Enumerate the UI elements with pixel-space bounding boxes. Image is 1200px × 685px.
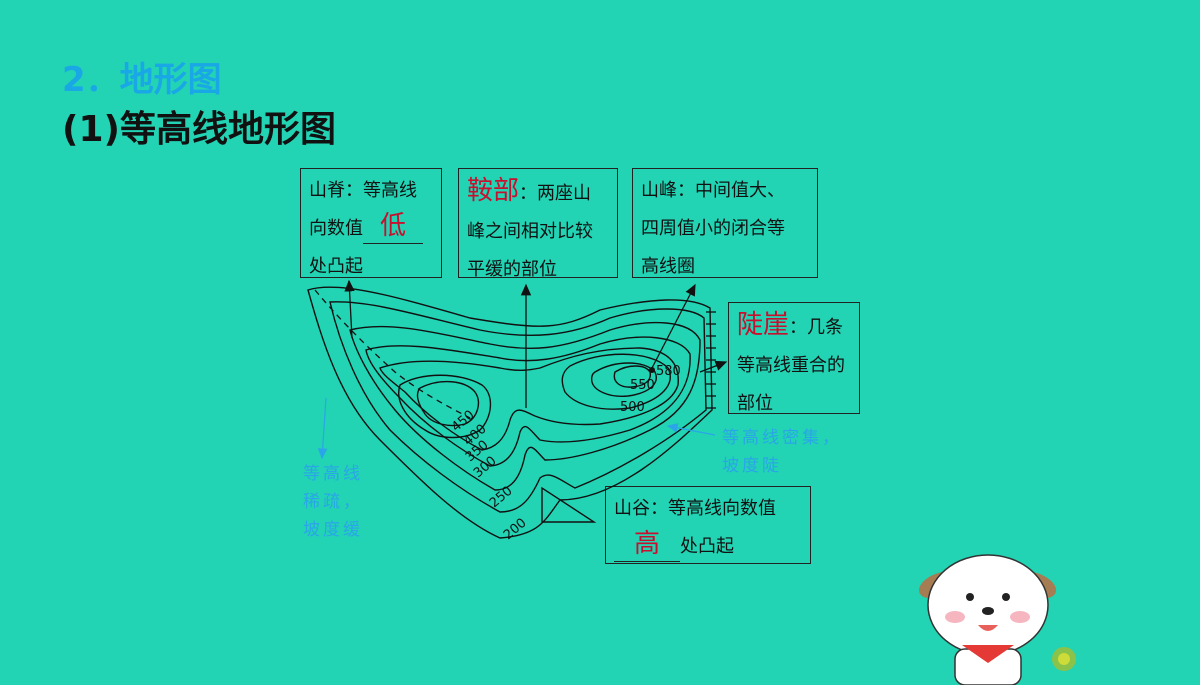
cliff-line3: 部位 <box>737 393 773 414</box>
saddle-line1-text: ：两座山 <box>519 183 592 204</box>
contour-450-left <box>398 374 492 439</box>
dense-note-line2: 坡度陡 <box>722 456 782 476</box>
peak-arrow <box>651 283 696 369</box>
saddle-line2: 峰之间相对比较 <box>467 221 593 242</box>
saddle-box: 鞍部：两座山 峰之间相对比较 平缓的部位 <box>458 168 618 280</box>
peak-point <box>649 367 655 373</box>
ridge-line2-text: 向数值 <box>309 218 363 239</box>
ridge-arrow <box>344 279 355 339</box>
cliff-line1: 陡崖：几条 <box>737 306 851 347</box>
dense-arrow <box>666 423 716 436</box>
saddle-line3: 平缓的部位 <box>467 259 557 280</box>
cliff-box: 陡崖：几条 等高线重合的 部位 <box>728 302 860 414</box>
ridge-line <box>314 289 471 419</box>
sparse-note: 等高线 稀疏， 坡度缓 <box>303 460 363 544</box>
saddle-answer: 鞍部 <box>467 176 520 206</box>
sparse-arrow <box>317 397 328 460</box>
contour-inner-left <box>416 381 480 427</box>
peak-box: 山峰：中间值大、 四周值小的闭合等 高线圈 <box>632 168 818 278</box>
ridge-line3: 处凸起 <box>309 256 363 277</box>
contour-500 <box>561 353 671 410</box>
contour-label-550: 550 <box>630 378 655 393</box>
contour-350 <box>365 336 691 467</box>
contour-label-500: 500 <box>620 400 645 415</box>
valley-blank: 高 <box>614 530 680 562</box>
cliff-answer: 陡崖 <box>737 310 790 340</box>
peak-line3: 高线圈 <box>641 256 695 277</box>
ridge-answer: 低 <box>379 211 406 241</box>
valley-line2: 高处凸起 <box>614 528 802 566</box>
ridge-blank: 低 <box>363 212 423 244</box>
puppy-illustration <box>918 554 1076 685</box>
cliff-arrow <box>699 360 728 373</box>
dense-note: 等高线密集， 坡度陡 <box>722 424 842 480</box>
sparse-note-line3: 坡度缓 <box>303 520 363 540</box>
saddle-line1: 鞍部：两座山 <box>467 172 609 213</box>
peak-line2: 四周值小的闭合等 <box>641 218 785 239</box>
ridge-line1: 山脊：等高线 <box>309 180 417 201</box>
contour-label-580: 580 <box>656 364 681 379</box>
contour-label-200: 200 <box>501 516 530 543</box>
cliff-line1-text: ：几条 <box>789 317 844 338</box>
section-title: 2．地形图 <box>62 60 222 100</box>
sparse-note-line2: 稀疏， <box>303 492 363 512</box>
sparse-note-line1: 等高线 <box>303 464 363 484</box>
contour-300 <box>349 321 701 491</box>
contour-250 <box>329 301 707 513</box>
contour-580 <box>613 365 652 388</box>
valley-triangle <box>541 486 597 523</box>
peak-line1: 山峰：中间值大、 <box>641 180 785 201</box>
ridge-box: 山脊：等高线 向数值低 处凸起 <box>300 168 442 278</box>
contour-400 <box>379 347 679 451</box>
contour-200 <box>307 286 713 539</box>
contour-550 <box>590 362 657 398</box>
cliff-line2: 等高线重合的 <box>737 355 845 376</box>
ridge-line2: 向数值低 <box>309 210 433 248</box>
valley-answer: 高 <box>633 529 660 559</box>
valley-box: 山谷：等高线向数值 高处凸起 <box>605 486 811 564</box>
subsection-title: (1)等高线地形图 <box>62 109 336 150</box>
cliff-ticks <box>706 311 716 409</box>
valley-line2-text: 处凸起 <box>680 536 734 557</box>
valley-line1: 山谷：等高线向数值 <box>614 498 776 519</box>
dense-note-line1: 等高线密集， <box>722 428 842 448</box>
